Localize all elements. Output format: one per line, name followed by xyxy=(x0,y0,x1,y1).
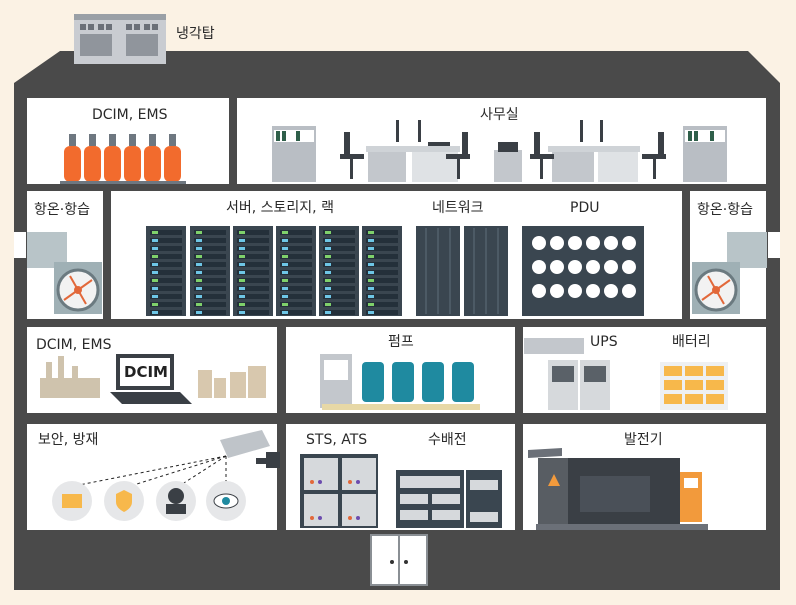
pdu-socket xyxy=(604,236,618,250)
label-dcim-ems-mid: DCIM, EMS xyxy=(36,337,112,353)
chair-icon xyxy=(340,132,666,179)
pdu-socket xyxy=(532,284,546,298)
server-rack-icon xyxy=(233,226,273,316)
pdu-socket xyxy=(568,260,582,274)
server-rack-icon xyxy=(276,226,316,316)
pdu-socket xyxy=(550,260,564,274)
ups-icon xyxy=(548,360,610,410)
label-sts-ats: STS, ATS xyxy=(306,432,368,448)
fan-unit-icon xyxy=(14,232,102,314)
sts-panel-icon xyxy=(300,454,378,528)
label-office: 사무실 xyxy=(480,107,519,123)
label-cooling-tower: 냉각탑 xyxy=(176,26,215,42)
laptop-icon xyxy=(110,354,192,404)
buildings-icon xyxy=(198,366,266,398)
generator-icon xyxy=(528,448,708,530)
label-switchgear: 수배전 xyxy=(428,432,467,448)
pump-icon xyxy=(362,362,474,402)
pdu-socket xyxy=(532,260,546,274)
pdu-socket xyxy=(586,236,600,250)
server-rack-icon xyxy=(146,226,402,316)
pdu-socket xyxy=(586,284,600,298)
pdu-socket xyxy=(568,284,582,298)
dcim-screen-text: DCIM xyxy=(124,363,168,381)
label-security: 보안, 방재 xyxy=(38,432,99,448)
factory-icon xyxy=(40,356,100,398)
pdu-socket xyxy=(586,260,600,274)
server-rack-icon xyxy=(190,226,230,316)
server-rack-icon xyxy=(319,226,359,316)
battery-icon xyxy=(660,362,728,410)
monitor-icon xyxy=(396,120,603,146)
label-generator: 발전기 xyxy=(624,432,663,448)
label-battery: 배터리 xyxy=(672,334,711,350)
cctv-camera-icon xyxy=(220,430,280,468)
switchgear-icon xyxy=(396,470,502,528)
label-servers: 서버, 스토리지, 랙 xyxy=(226,200,334,216)
pdu-socket xyxy=(604,284,618,298)
gas-cylinder-icon xyxy=(60,134,186,184)
cooling-tower-icon xyxy=(74,14,166,64)
label-ups: UPS xyxy=(590,334,618,350)
pdu-socket xyxy=(622,260,636,274)
pdu-socket xyxy=(622,236,636,250)
label-thermo-right: 항온·항습 xyxy=(697,202,753,218)
label-pump: 펌프 xyxy=(388,334,414,350)
pdu-socket xyxy=(568,236,582,250)
network-rack-icon xyxy=(416,226,508,316)
pdu-socket xyxy=(604,260,618,274)
label-pdu: PDU xyxy=(570,200,600,216)
control-panel-icon xyxy=(320,354,352,408)
pdu-socket xyxy=(532,236,546,250)
door-icon xyxy=(370,534,428,586)
pdu-socket xyxy=(622,284,636,298)
server-rack-icon xyxy=(146,226,186,316)
pdu-panel-icon xyxy=(522,226,644,316)
label-network: 네트워크 xyxy=(432,200,484,216)
server-rack-icon xyxy=(362,226,402,316)
fan-unit-icon xyxy=(692,232,780,314)
pdu-socket xyxy=(550,236,564,250)
label-dcim-ems-top: DCIM, EMS xyxy=(92,107,168,123)
printer-icon xyxy=(494,142,522,182)
label-thermo-left: 항온·항습 xyxy=(34,202,90,218)
pdu-socket xyxy=(550,284,564,298)
